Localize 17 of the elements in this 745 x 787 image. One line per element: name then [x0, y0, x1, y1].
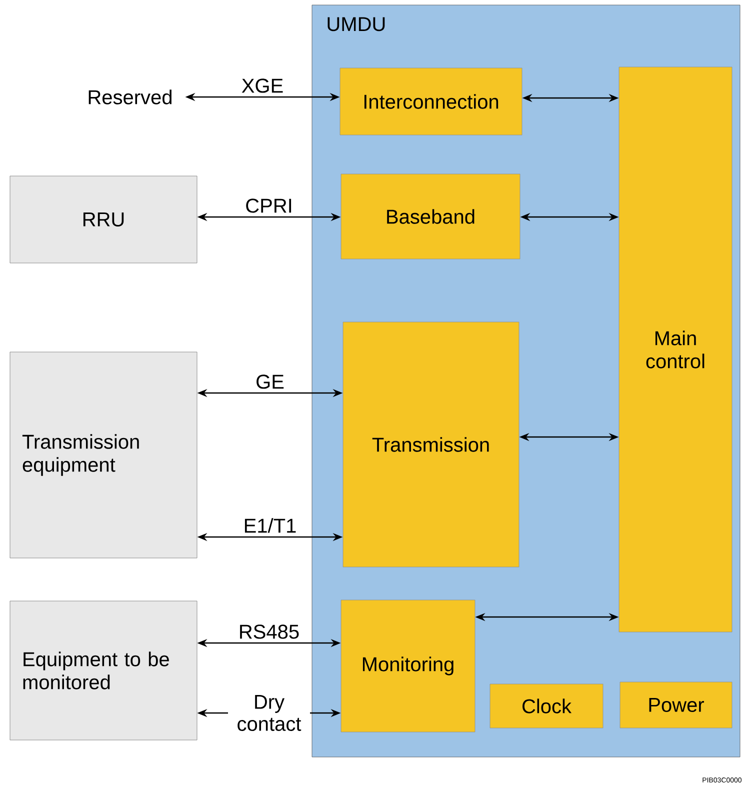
function-block: Power [620, 682, 732, 728]
function-block: Interconnection [340, 68, 522, 136]
edge-label: XGE [240, 78, 285, 94]
edge-label: RS485 [237, 624, 301, 640]
function-block: Main control [618, 66, 732, 632]
port-label: Reserved [88, 90, 172, 104]
device-box: Transmission equipment [10, 352, 198, 558]
function-block: Baseband [340, 174, 520, 260]
function-block: Clock [490, 684, 604, 728]
function-block: Monitoring [340, 600, 476, 732]
function-block: Transmission [342, 322, 520, 568]
device-box: RRU [10, 176, 198, 264]
edge-label: CPRI [244, 198, 294, 214]
edge-label: GE [254, 374, 286, 390]
device-box: Equipment to be monitored [10, 600, 198, 740]
edge-label: E1/T1 [242, 517, 298, 534]
edge-label: Dry contact [228, 694, 310, 732]
